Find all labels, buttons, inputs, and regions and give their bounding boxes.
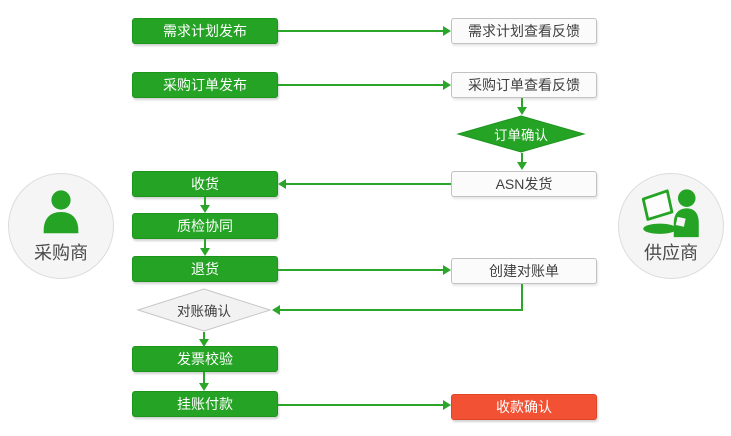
node-label: 退货 [191, 261, 219, 277]
edge-po-line [278, 84, 443, 86]
edge-quality-line [204, 239, 206, 248]
node-create-statement: 创建对账单 [451, 258, 597, 284]
edge-create-statement-vline [521, 284, 523, 310]
node-label: 采购订单查看反馈 [468, 77, 580, 93]
node-label: 需求计划发布 [163, 23, 247, 39]
diamond-shape [456, 115, 586, 153]
node-po-publish: 采购订单发布 [132, 72, 278, 98]
edge-po-arrowhead [443, 80, 451, 90]
person-laptop-icon [641, 188, 699, 237]
node-label: ASN发货 [495, 176, 553, 192]
edge-return-line [278, 269, 443, 271]
edge-asn-line [286, 183, 451, 185]
edge-order-confirm-line [521, 153, 523, 162]
node-statement-confirm: 对账确认 [136, 288, 272, 332]
node-label: 挂账付款 [177, 396, 233, 412]
node-label: 需求计划查看反馈 [468, 23, 580, 39]
node-label: 订单确认 [494, 128, 548, 143]
buyer-actor: 采购商 [8, 173, 114, 279]
node-label: 收款确认 [496, 399, 552, 415]
edge-demand-plan-line [278, 30, 443, 32]
node-label: 收货 [191, 176, 219, 192]
node-quality-collab: 质检协同 [132, 213, 278, 239]
node-label: 质检协同 [177, 218, 233, 234]
node-receive: 收货 [132, 171, 278, 197]
edge-return-arrowhead [443, 265, 451, 275]
node-label: 对账确认 [177, 304, 231, 319]
node-receipt-confirm: 收款确认 [451, 394, 597, 420]
supplier-actor: 供应商 [618, 173, 724, 279]
node-account-payment: 挂账付款 [132, 391, 278, 417]
node-label: 采购订单发布 [163, 77, 247, 93]
edge-create-statement-arrowhead [272, 305, 280, 315]
edge-invoice-line [203, 372, 205, 383]
edge-order-confirm-arrowhead [517, 162, 527, 170]
node-demand-plan-publish: 需求计划发布 [132, 18, 278, 44]
edge-po-feedback-arrowhead [517, 107, 527, 115]
node-po-feedback: 采购订单查看反馈 [451, 72, 597, 98]
edge-payment-line [278, 404, 443, 406]
edge-payment-arrowhead [443, 400, 451, 410]
buyer-label: 采购商 [34, 242, 88, 263]
edge-receive-arrowhead [200, 205, 210, 213]
person-icon [43, 189, 79, 233]
edge-po-feedback-line [521, 98, 523, 107]
node-label: 创建对账单 [489, 263, 559, 279]
node-label: 发票校验 [177, 351, 233, 367]
edge-invoice-arrowhead [199, 383, 209, 391]
edge-statement-confirm-line [203, 332, 205, 339]
node-order-confirm: 订单确认 [456, 115, 586, 153]
edge-receive-line [204, 197, 206, 205]
edge-demand-plan-arrowhead [443, 26, 451, 36]
edge-create-statement-hline [280, 309, 523, 311]
edge-quality-arrowhead [200, 248, 210, 256]
node-return-goods: 退货 [132, 256, 278, 282]
supplier-label: 供应商 [644, 242, 698, 263]
node-asn-ship: ASN发货 [451, 171, 597, 197]
edge-asn-arrowhead [278, 179, 286, 189]
node-demand-plan-feedback: 需求计划查看反馈 [451, 18, 597, 44]
node-invoice-check: 发票校验 [132, 346, 278, 372]
edge-statement-confirm-arrowhead [199, 339, 209, 347]
diamond-shape [136, 288, 272, 332]
